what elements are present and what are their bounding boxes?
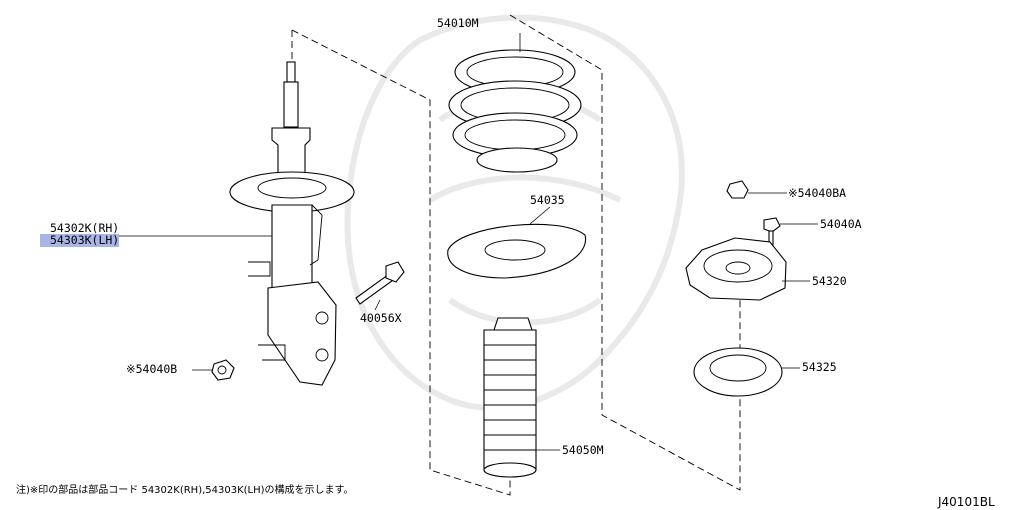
label-54040ba[interactable]: ※54040BA — [788, 186, 847, 200]
strut-assembly — [229, 61, 355, 386]
label-40056x[interactable]: 40056X — [360, 311, 402, 325]
label-54040a[interactable]: 54040A — [820, 217, 862, 231]
nut-54040ba — [726, 180, 749, 199]
label-54325[interactable]: 54325 — [802, 360, 837, 374]
assembly-frame-right — [509, 14, 741, 491]
diagram-code: J40101BL — [938, 495, 995, 509]
label-54040b[interactable]: ※54040B — [126, 362, 178, 376]
label-54050m[interactable]: 54050M — [562, 443, 604, 457]
spring-seat-54035 — [447, 223, 587, 279]
label-54320[interactable]: 54320 — [812, 274, 847, 288]
leader-lines — [104, 33, 818, 451]
label-54035[interactable]: 54035 — [530, 193, 565, 207]
label-54010m[interactable]: 54010M — [437, 16, 479, 30]
dust-boot-54050m — [483, 317, 537, 478]
bolt-40056x — [355, 261, 405, 305]
nut-54040b — [211, 359, 235, 381]
footnote: 注)※印の部品は部品コード 54302K(RH),54303K(LH)の構成を示… — [16, 485, 354, 496]
bearing-54325 — [693, 347, 783, 397]
label-54302k-rh[interactable]: 54302K(RH) — [50, 221, 120, 235]
label-54303k-lh[interactable]: 54303K(LH) — [40, 234, 120, 247]
bolt-54040a — [763, 217, 781, 246]
coil-spring-54010m — [448, 49, 582, 173]
mount-insulator-54320 — [685, 237, 787, 301]
